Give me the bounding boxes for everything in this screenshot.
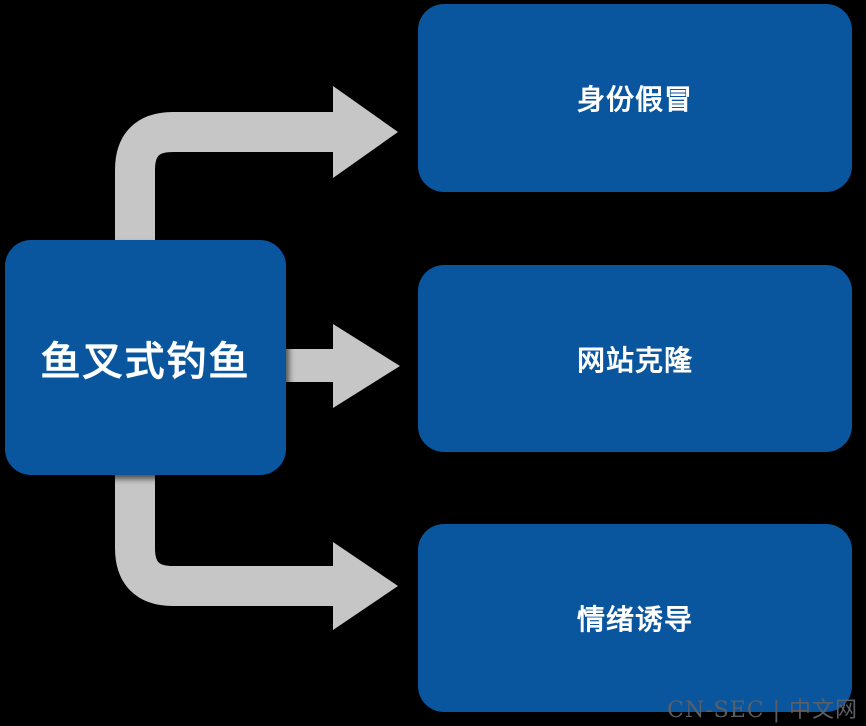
target-node-label: 身份假冒 [576,83,693,116]
source-node-label: 鱼叉式钓鱼 [40,338,251,385]
source-node: 鱼叉式钓鱼 [5,240,286,475]
target-node-site-cloning: 网站克隆 [418,265,852,452]
target-node-identity-spoofing: 身份假冒 [418,4,852,192]
watermark: CN-SEC | 中文网 [667,698,858,723]
arrow-to-target-2 [115,473,398,630]
arrow-to-target-0 [115,86,398,242]
target-node-emotional-lure: 情绪诱导 [418,524,852,712]
target-node-label: 情绪诱导 [576,603,693,636]
arrow-to-target-1 [284,324,400,408]
target-node-label: 网站克隆 [576,343,693,377]
